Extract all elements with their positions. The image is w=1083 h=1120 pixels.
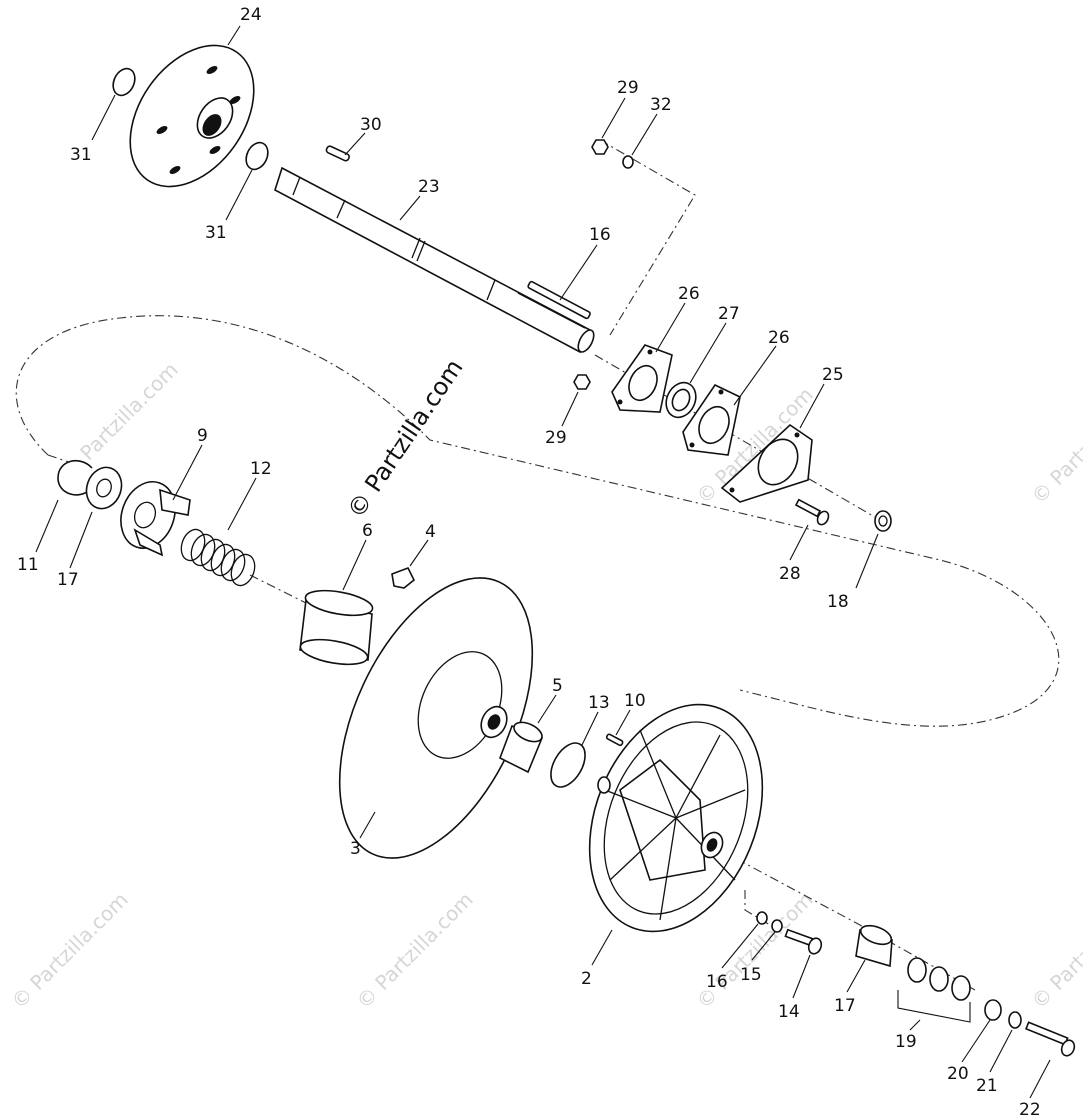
part-22-bolt <box>1024 1021 1076 1057</box>
callout-4: 4 <box>425 522 436 542</box>
part-16-washer-lower <box>756 911 768 925</box>
callout-26: 26 <box>678 284 700 304</box>
part-5-bushing <box>498 721 544 774</box>
part-14-screw <box>784 928 823 955</box>
part-25-mounting-plate <box>720 423 813 503</box>
callout-20: 20 <box>947 1064 969 1084</box>
part-30-key <box>325 145 350 162</box>
callout-21: 21 <box>976 1076 998 1096</box>
callout-17: 17 <box>834 996 856 1016</box>
callout-17: 17 <box>57 570 79 590</box>
part-17-washer-left <box>85 466 123 510</box>
part-4-slider <box>391 566 416 589</box>
callout-11: 11 <box>17 555 39 575</box>
callout-29: 29 <box>545 428 567 448</box>
callout-6: 6 <box>362 521 373 541</box>
part-27-bearing <box>665 381 697 419</box>
callout-32: 32 <box>650 95 672 115</box>
callout-16: 16 <box>706 972 728 992</box>
callout-31: 31 <box>205 223 227 243</box>
axis-line-mid <box>594 354 881 521</box>
callout-19: 19 <box>895 1032 917 1052</box>
watermark-layer: © Partzilla.com © Partzilla.com © Partzi… <box>7 357 1083 1013</box>
callout-27: 27 <box>718 304 740 324</box>
callout-labels: 24 31 31 30 23 16 29 32 26 27 26 25 29 9… <box>17 5 1041 1120</box>
part-23-shaft <box>274 166 595 354</box>
callout-14: 14 <box>778 1002 800 1022</box>
part-15-lock-washer <box>771 919 783 933</box>
part-17-spacer-lower <box>855 924 893 968</box>
part-31-o-ring-lower <box>245 141 269 171</box>
part-6-ring <box>299 589 374 666</box>
callout-13: 13 <box>588 693 610 713</box>
belt-outline <box>15 315 1060 727</box>
part-29-nut-upper <box>591 139 609 155</box>
part-19-shims <box>897 957 971 1023</box>
callout-12: 12 <box>250 459 272 479</box>
part-11-circlip <box>57 459 93 496</box>
part-12-spring <box>180 528 256 587</box>
callout-15: 15 <box>740 965 762 985</box>
axis-line-left <box>249 574 311 606</box>
callout-25: 25 <box>822 365 844 385</box>
callout-18: 18 <box>827 592 849 612</box>
axis-line-bottom <box>719 849 976 991</box>
watermark-text: © Partzilla.com <box>1027 382 1083 508</box>
callout-3: 3 <box>350 839 361 859</box>
part-26-bearing-plate-left <box>611 344 673 413</box>
part-28-bolt <box>794 498 830 526</box>
watermark-main: © Partzilla.com <box>342 354 469 523</box>
part-20-washer <box>984 999 1002 1021</box>
part-31-o-ring-upper <box>112 67 136 97</box>
part-26-bearing-plate-right <box>682 383 741 456</box>
callout-28: 28 <box>779 564 801 584</box>
callout-29: 29 <box>617 78 639 98</box>
callout-30: 30 <box>360 115 382 135</box>
callout-24: 24 <box>240 5 262 25</box>
callout-2: 2 <box>581 969 592 989</box>
callout-31: 31 <box>70 145 92 165</box>
callout-23: 23 <box>418 177 440 197</box>
callout-9: 9 <box>197 426 208 446</box>
part-13-ring <box>550 742 586 788</box>
callout-22: 22 <box>1019 1100 1041 1120</box>
part-32-washer <box>622 155 634 169</box>
watermark-text: © Partzilla.com <box>1027 887 1083 1013</box>
part-9-cam <box>120 481 191 557</box>
part-16-key-upper <box>527 280 591 320</box>
part-29-nut-lower <box>573 374 591 390</box>
part-10-pin <box>605 733 624 747</box>
part-21-lock-washer <box>1008 1011 1022 1029</box>
callout-5: 5 <box>552 676 563 696</box>
axis-line-top <box>599 139 696 336</box>
watermark-text: © Partzilla.com <box>352 887 478 1013</box>
part-2-fixed-sheave <box>588 703 764 933</box>
part-24-sheave-half <box>129 44 255 188</box>
leader-lines <box>35 25 1051 1099</box>
callout-16: 16 <box>589 225 611 245</box>
callout-26: 26 <box>768 328 790 348</box>
callout-10: 10 <box>624 691 646 711</box>
watermark-text: © Partzilla.com <box>7 887 133 1013</box>
part-18-spacer <box>874 510 892 532</box>
